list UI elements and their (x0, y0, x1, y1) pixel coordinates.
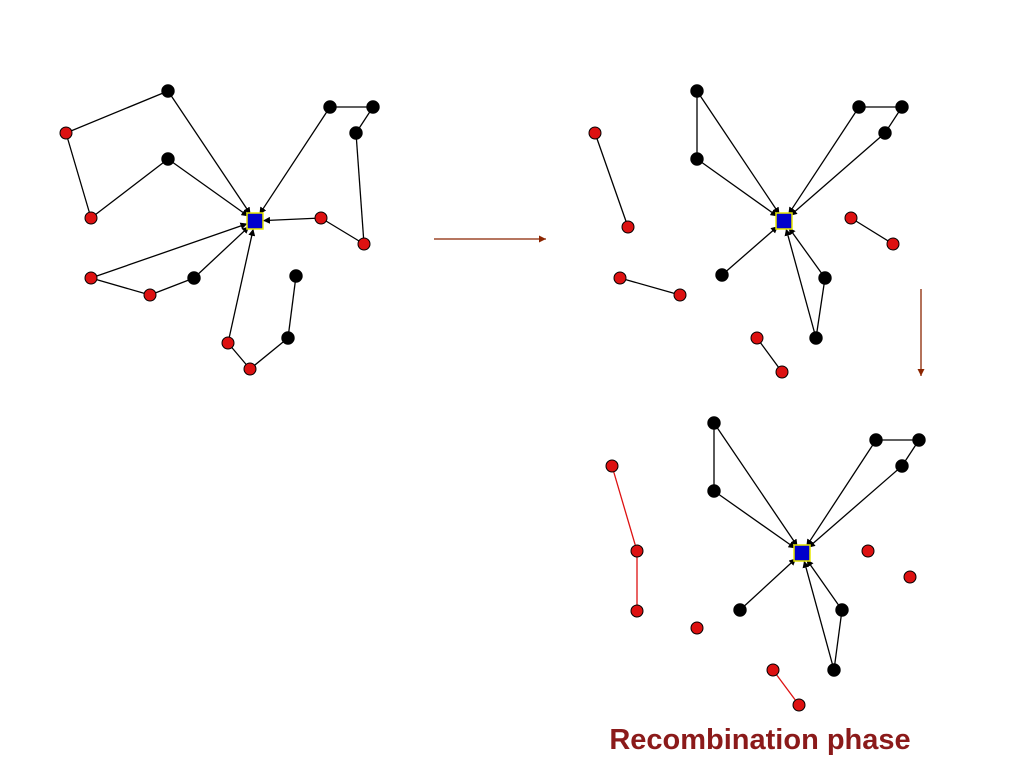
edge-final-b3-center (739, 557, 797, 611)
edge-intermediate-b2-center (696, 158, 778, 217)
node-initial-r4 (143, 288, 157, 302)
node-final-b2 (707, 484, 721, 498)
edge-final-r1-r2 (611, 465, 638, 552)
edge-initial-r2-b2 (90, 158, 169, 219)
node-intermediate-b6 (878, 126, 892, 140)
edge-intermediate-b1-center (696, 90, 781, 215)
edge-final-b4-center (802, 560, 835, 671)
edge-initial-r3-r4 (90, 277, 151, 296)
node-final-b1 (707, 416, 721, 430)
node-initial-b2 (161, 152, 175, 166)
node-initial-r3 (84, 271, 98, 285)
edge-intermediate-r7-r8 (850, 217, 894, 245)
node-intermediate-r7 (844, 211, 858, 225)
node-final-r7 (861, 544, 875, 558)
node-initial-b8 (323, 100, 337, 114)
node-final-r2 (630, 544, 644, 558)
node-initial-r6 (243, 362, 257, 376)
diagram-caption: Recombination phase (609, 724, 911, 756)
node-final-b7 (912, 433, 926, 447)
edge-intermediate-r1-r2 (594, 132, 629, 228)
edge-final-b4-b5 (833, 609, 843, 671)
edge-initial-r5-center (227, 228, 256, 344)
edge-intermediate-b4-b5 (815, 277, 826, 339)
node-final-r8 (903, 570, 917, 584)
phase-arrows-layer (434, 235, 925, 376)
edge-initial-r6-b4 (249, 337, 289, 370)
edge-intermediate-b4-center (784, 228, 817, 339)
center-node-initial (246, 212, 264, 230)
edge-initial-r1-r2 (65, 132, 92, 219)
edge-intermediate-b8-center (787, 106, 860, 215)
edge-initial-r3-center (90, 222, 248, 279)
node-initial-b3 (187, 271, 201, 285)
center-node-final (793, 544, 811, 562)
edge-initial-r8-b6 (355, 132, 365, 245)
node-intermediate-b5 (818, 271, 832, 285)
edge-intermediate-b6-center (789, 132, 886, 217)
node-intermediate-r6 (775, 365, 789, 379)
edge-initial-r1-b1 (65, 90, 169, 134)
node-intermediate-b2 (690, 152, 704, 166)
node-initial-r8 (357, 237, 371, 251)
node-final-b8 (869, 433, 883, 447)
center-node-intermediate (775, 212, 793, 230)
node-intermediate-r4 (673, 288, 687, 302)
edge-initial-b3-center (193, 225, 250, 279)
edge-initial-b2-center (167, 158, 249, 217)
edge-intermediate-r3-r4 (619, 277, 681, 296)
edge-final-r5-r6 (772, 669, 800, 706)
edge-initial-b4-b5 (287, 275, 297, 339)
edge-initial-r7-center (262, 216, 322, 224)
node-initial-b4 (281, 331, 295, 345)
edge-intermediate-b5-center (788, 227, 826, 279)
node-final-r4 (690, 621, 704, 635)
edge-final-b2-center (713, 490, 796, 549)
node-final-r5 (766, 663, 780, 677)
node-intermediate-b4 (809, 331, 823, 345)
node-initial-r7 (314, 211, 328, 225)
node-intermediate-b7 (895, 100, 909, 114)
edge-final-b5-center (806, 559, 843, 611)
edge-initial-b1-center (167, 90, 252, 215)
edge-final-b6-center (807, 465, 903, 549)
node-initial-b6 (349, 126, 363, 140)
node-final-r1 (605, 459, 619, 473)
edge-final-b8-center (805, 439, 877, 547)
node-intermediate-r1 (588, 126, 602, 140)
edge-initial-r7-r8 (320, 217, 365, 245)
node-final-r3 (630, 604, 644, 618)
edges-layer (65, 90, 920, 706)
edge-initial-r4-b3 (149, 277, 195, 296)
nodes-layer (59, 84, 926, 712)
node-final-b6 (895, 459, 909, 473)
node-intermediate-r3 (613, 271, 627, 285)
node-intermediate-r2 (621, 220, 635, 234)
edge-intermediate-r5-r6 (756, 337, 783, 373)
node-intermediate-r8 (886, 237, 900, 251)
node-intermediate-b8 (852, 100, 866, 114)
node-initial-r2 (84, 211, 98, 225)
node-initial-r1 (59, 126, 73, 140)
node-initial-b1 (161, 84, 175, 98)
node-final-b4 (827, 663, 841, 677)
edge-final-b1-center (713, 422, 799, 547)
node-intermediate-b1 (690, 84, 704, 98)
edge-initial-b8-center (258, 106, 331, 215)
node-final-r6 (792, 698, 806, 712)
edge-intermediate-b3-center (721, 225, 779, 276)
node-final-b5 (835, 603, 849, 617)
node-intermediate-r5 (750, 331, 764, 345)
node-intermediate-b3 (715, 268, 729, 282)
node-initial-b5 (289, 269, 303, 283)
node-initial-r5 (221, 336, 235, 350)
node-final-b3 (733, 603, 747, 617)
node-initial-b7 (366, 100, 380, 114)
